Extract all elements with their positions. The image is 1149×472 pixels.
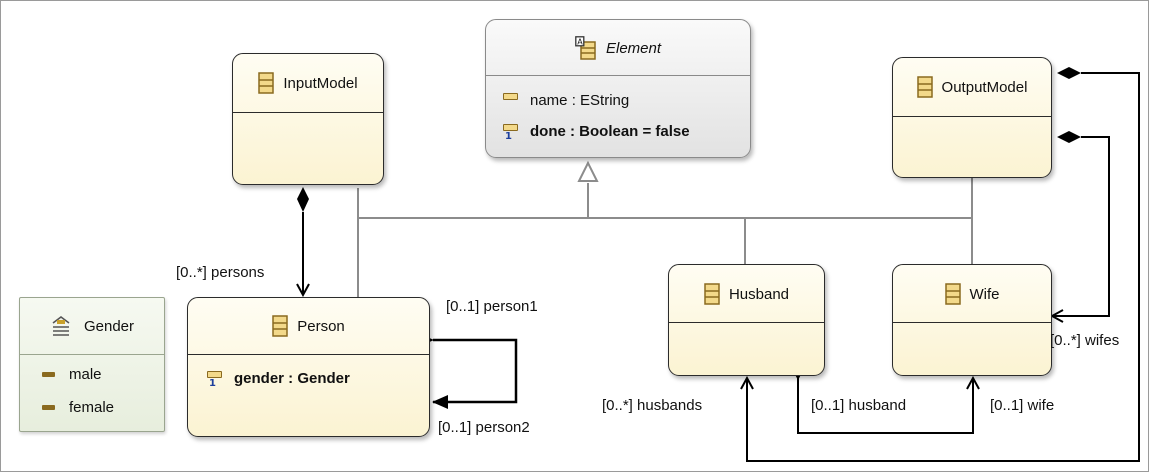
- enum-icon: [52, 316, 70, 336]
- label-husband: [0..1] husband: [811, 397, 907, 414]
- class-person-name: Person: [297, 317, 345, 335]
- enum-literal-icon: [42, 405, 55, 410]
- attribute-required-icon: 1: [502, 120, 520, 142]
- class-outputmodel[interactable]: OutputModel: [892, 57, 1052, 178]
- attribute-icon: [502, 89, 520, 111]
- class-inputmodel-header: InputModel: [233, 54, 383, 112]
- enum-gender-header: Gender: [20, 298, 164, 354]
- class-outputmodel-name: OutputModel: [941, 78, 1028, 96]
- class-outputmodel-divider: [893, 116, 1051, 117]
- attribute-gender[interactable]: 1 gender : Gender: [206, 367, 350, 389]
- class-element-divider: [486, 75, 750, 76]
- label-person1: [0..1] person1: [446, 298, 538, 315]
- class-outputmodel-header: OutputModel: [893, 58, 1051, 116]
- class-husband-name: Husband: [728, 285, 790, 303]
- class-icon: [704, 283, 720, 305]
- class-icon: [272, 315, 288, 337]
- attribute-name[interactable]: name : EString: [502, 89, 629, 111]
- class-wife[interactable]: Wife: [892, 264, 1052, 376]
- class-husband-divider: [669, 322, 824, 323]
- class-inputmodel-divider: [233, 112, 383, 113]
- class-icon: [916, 76, 933, 98]
- class-wife-header: Wife: [893, 265, 1051, 323]
- class-icon: [258, 72, 275, 94]
- class-person-divider: [188, 354, 429, 355]
- label-wife: [0..1] wife: [990, 397, 1055, 414]
- class-inputmodel-name: InputModel: [283, 74, 358, 92]
- label-husbands: [0..*] husbands: [602, 397, 703, 414]
- class-inputmodel[interactable]: InputModel: [232, 53, 384, 185]
- enum-gender-divider: [20, 354, 164, 355]
- class-element-header: A Element: [486, 20, 750, 76]
- label-person2: [0..1] person2: [438, 419, 530, 436]
- class-person[interactable]: Person 1 gender : Gender: [187, 297, 430, 437]
- class-element-name: Element: [605, 39, 662, 57]
- class-husband-header: Husband: [669, 265, 824, 323]
- label-wifes: [0..*] wifes: [1050, 332, 1120, 349]
- attribute-done[interactable]: 1 done : Boolean = false: [502, 120, 690, 142]
- abstract-class-icon: A: [575, 36, 596, 60]
- class-element[interactable]: A Element name : EString 1 done : Boolea…: [485, 19, 751, 158]
- enum-literal-female[interactable]: female: [42, 399, 114, 416]
- attribute-required-icon: 1: [206, 367, 224, 389]
- class-icon: [944, 283, 961, 305]
- enum-gender-name: Gender: [83, 317, 135, 335]
- enum-literal-icon: [42, 372, 55, 377]
- class-wife-divider: [893, 322, 1051, 323]
- svg-text:A: A: [577, 37, 583, 46]
- class-person-header: Person: [188, 298, 429, 354]
- enum-literal-male[interactable]: male: [42, 366, 102, 383]
- class-husband[interactable]: Husband: [668, 264, 825, 376]
- class-wife-name: Wife: [969, 285, 1000, 303]
- label-persons: [0..*] persons: [176, 264, 265, 281]
- enum-gender[interactable]: Gender male female: [19, 297, 165, 432]
